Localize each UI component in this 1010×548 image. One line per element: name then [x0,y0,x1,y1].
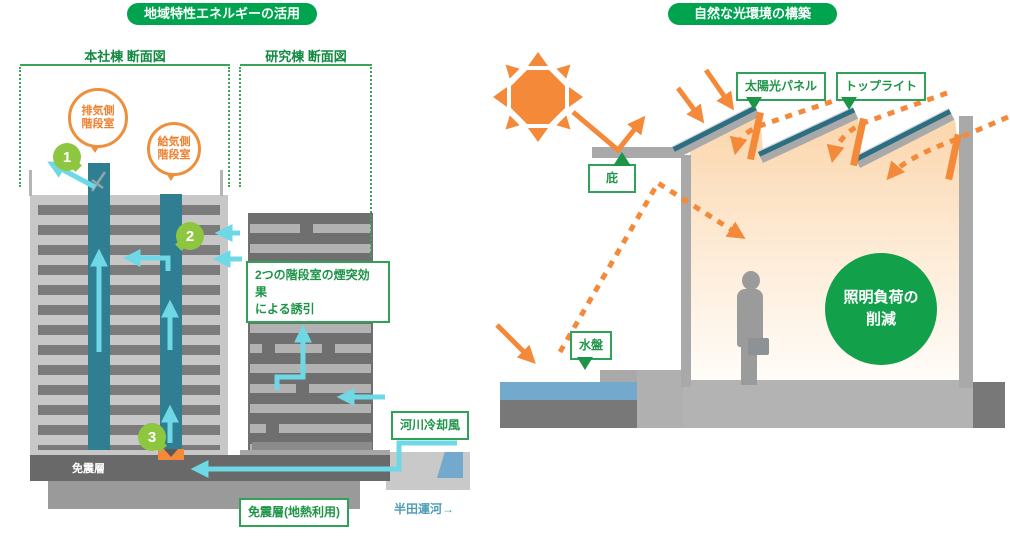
dimension-tick [19,67,21,187]
person-head [742,271,760,290]
step-badge-1: 1 [53,143,81,171]
left-section-title: 地域特性エネルギーの活用 [127,3,317,25]
dimension-tick [239,67,241,187]
briefcase-icon [748,338,769,355]
label-pointer [746,97,762,110]
dimension-line-main [20,64,230,66]
water-basin [500,382,637,400]
basin-under [500,400,637,428]
facade-seam [322,344,335,353]
lighting-load-reduction-circle: 照明負荷の 削減 [825,253,937,365]
person-silhouette [732,268,772,385]
right-section-title: 自然な光環境の構築 [668,3,837,25]
parapet-line [29,170,32,196]
step-badge-2: 2 [176,222,204,250]
ground-slab [637,380,973,428]
eaves-label: 庇 [588,164,636,193]
research-building-section-label: 研究棟 断面図 [265,49,347,64]
chimney-effect-note: 2つの階段室の煙突効果 による誘引 [246,261,390,324]
water-basin-label: 水盤 [570,331,613,360]
left-wall [681,155,691,387]
facade-seam [296,384,309,393]
step-badge-3: 3 [138,423,166,451]
facade-seam [300,224,313,233]
ground-right-block [973,382,1005,428]
main-building-section-label: 本社棟 断面図 [84,49,166,64]
damper-notch [164,449,178,457]
exhaust-stair-bubble: 排気側 階段室 [68,88,128,148]
label-pointer [613,152,631,166]
parapet-line [220,170,223,196]
river-cooling-wind-label: 河川冷却風 [391,411,470,440]
sun-icon [493,52,583,142]
label-pointer [841,97,857,110]
facade-seam [266,424,279,433]
facade-seam [262,344,275,353]
dimension-tick [370,67,372,257]
exhaust-stair-shaft [88,163,110,450]
supply-stair-bubble: 給気側 階段室 [147,122,201,176]
seismic-band-label: 免震層 [72,463,105,475]
eave-bar [592,147,682,158]
right-wall [959,116,973,388]
seismic-geothermal-label: 免震層(地熱利用) [239,498,349,527]
damper-icon [158,449,184,460]
basin-bank [637,370,683,428]
dimension-line-research [240,64,372,66]
research-facade-pattern [250,213,371,456]
label-pointer [577,357,593,370]
canal-name-label: 半田運河→ [394,502,455,516]
dimension-tick [228,67,230,187]
